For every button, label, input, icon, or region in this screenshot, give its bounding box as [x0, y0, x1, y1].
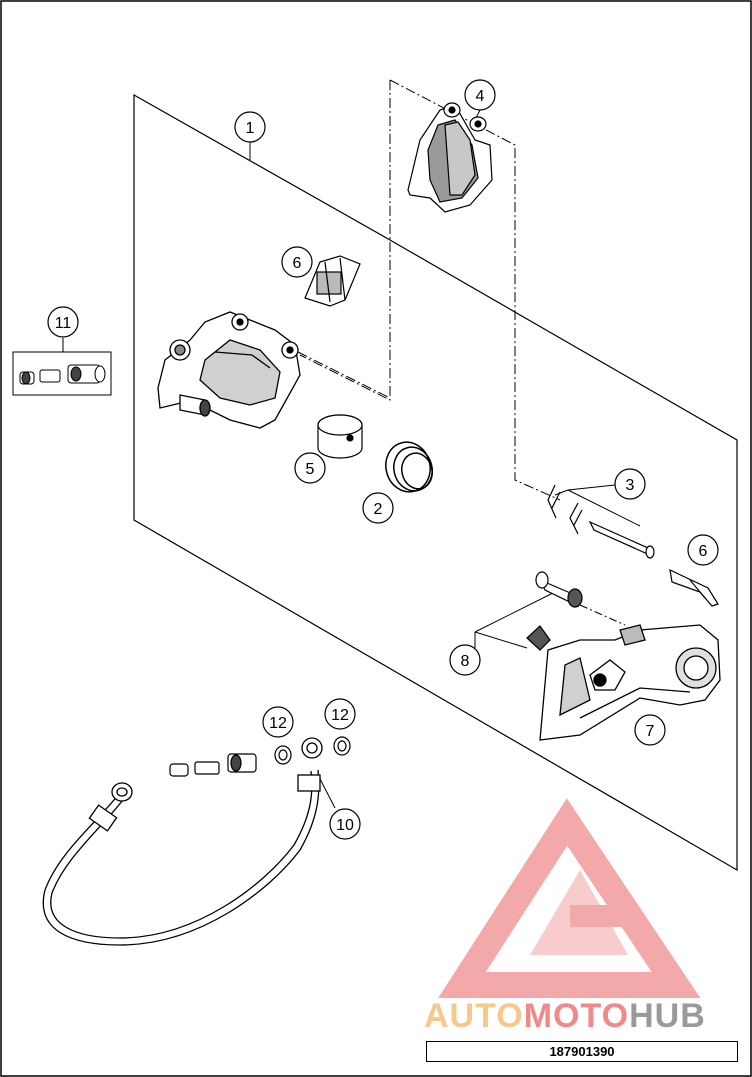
- callout-2: 2: [374, 501, 383, 518]
- watermark-text-hub: HUB: [629, 997, 706, 1035]
- brake-caliper-body: [157, 311, 301, 429]
- copper-washers: [274, 736, 351, 765]
- bracket-pin-axis: [579, 604, 626, 626]
- part-number: 187901390: [549, 1044, 615, 1059]
- callout-6-upper: 6: [293, 255, 302, 272]
- caliper-assembly-outline: [133, 93, 738, 872]
- callout-3: 3: [626, 477, 635, 494]
- caliper-pin-axis: [297, 351, 391, 399]
- part-number-box: 187901390: [426, 1041, 738, 1062]
- callout-5: 5: [306, 461, 315, 478]
- brake-pad-guide-line: [389, 79, 561, 501]
- callout-8: 8: [461, 653, 470, 670]
- piston-seal-rings: [385, 441, 433, 493]
- pad-spring-clip-lower: [669, 568, 719, 607]
- watermark-brand-text: AUTOMOTOHUB: [424, 996, 744, 1036]
- watermark-text-moto: MOTO: [523, 997, 630, 1035]
- pad-spring-clip-upper: [304, 255, 361, 307]
- guide-pin-boot: [526, 625, 551, 651]
- caliper-bracket: [539, 624, 721, 741]
- bleeder-kit-box: [12, 351, 112, 396]
- brake-pad-subassembly-outline: [299, 80, 391, 401]
- callout-1: 1: [246, 120, 255, 137]
- callout-10: 10: [336, 817, 354, 834]
- brake-pads: [407, 102, 493, 213]
- bleeder-valve-parts: [19, 364, 106, 385]
- callout-circles: [47, 79, 719, 840]
- callout-12-left: 12: [269, 715, 287, 732]
- watermark-logo: [438, 798, 701, 998]
- callout-6-lower: 6: [699, 543, 708, 560]
- brake-hose: [42, 737, 323, 946]
- caliper-piston: [317, 414, 363, 459]
- callout-4: 4: [476, 88, 485, 105]
- caliper-pin-with-clips: [547, 484, 655, 559]
- callout-7: 7: [646, 723, 655, 740]
- callout-12-right: 12: [331, 707, 349, 724]
- watermark-text-auto: AUTO: [424, 997, 524, 1035]
- bracket-guide-pin: [535, 571, 583, 608]
- hose-fitting-parts: [169, 753, 257, 777]
- callout-labels: 1 2 3 4 5 6 6 7 8 10 11 12 12: [55, 88, 708, 834]
- callout-11: 11: [55, 315, 72, 332]
